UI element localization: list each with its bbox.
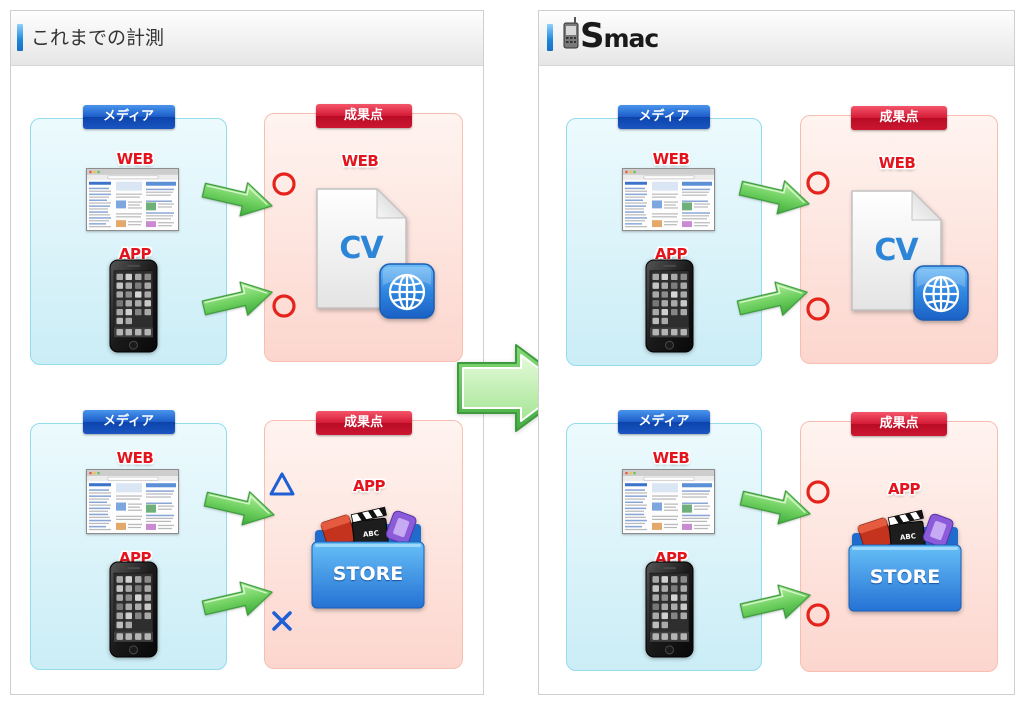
circle-mark-icon [805,602,831,628]
accent-bar [17,24,23,51]
panel-title: これまでの計測 [31,27,165,49]
result-box: 成果点 APP ABC STORE [264,411,463,669]
smartphone-icon [109,561,158,658]
result-box: 成果点 WEB CV [800,106,998,364]
browser-screenshot-icon [622,469,715,534]
cross-mark-icon [269,608,295,634]
store-text: STORE [869,566,941,588]
app-store-folder-icon: ABC STORE [846,509,964,613]
circle-mark-icon [271,171,297,197]
smac-measurement-panel: Smac メディア WEB APP 成果点 WEB CV メディア WEB AP… [538,10,1015,695]
media-badge: メディア [82,410,175,434]
result-type-label: WEB [341,152,379,170]
cv-document-icon: CV [311,186,411,311]
result-type-label: APP [352,477,386,495]
globe-icon [379,263,435,319]
smartphone-icon [645,259,694,353]
browser-screenshot-icon [86,168,179,231]
result-badge: 成果点 [851,106,947,130]
app-media-label: APP [654,245,688,263]
accent-bar [547,24,553,51]
smartphone-icon [645,561,694,658]
panel-header: Smac [539,11,1014,66]
result-type-label: WEB [878,154,916,172]
media-box: メディア WEB APP [30,105,227,365]
media-badge: メディア [618,410,710,434]
web-media-label: WEB [652,150,690,168]
globe-icon [913,265,969,321]
result-badge: 成果点 [851,412,947,436]
smartphone-icon [109,259,158,353]
web-media-label: WEB [116,150,154,168]
circle-mark-icon [805,296,831,322]
result-box: 成果点 APP ABC STORE [800,412,998,672]
media-box: メディア WEB APP [30,410,227,670]
cv-text: CV [339,231,383,266]
smac-logo: Smac [580,16,659,56]
result-type-label: APP [887,480,921,498]
media-badge: メディア [82,105,175,129]
circle-mark-icon [805,479,831,505]
store-text: STORE [332,563,404,585]
mobile-phone-logo-icon [563,17,579,49]
conventional-measurement-panel: これまでの計測 メディア WEB APP 成果点 WEB CV メディア WEB… [10,10,484,695]
result-badge: 成果点 [315,104,412,128]
browser-screenshot-icon [86,469,179,534]
app-store-folder-icon: ABC STORE [309,506,427,610]
cv-text: CV [874,233,918,268]
web-media-label: WEB [652,449,690,467]
circle-mark-icon [805,170,831,196]
media-badge: メディア [618,105,710,129]
web-media-label: WEB [116,449,154,467]
media-box: メディア WEB APP [566,105,762,366]
result-box: 成果点 WEB CV [264,104,463,362]
media-box: メディア WEB APP [566,410,762,671]
browser-screenshot-icon [622,168,715,231]
circle-mark-icon [271,293,297,319]
cv-document-icon: CV [846,188,946,313]
result-badge: 成果点 [315,411,412,435]
app-media-label: APP [118,245,152,263]
panel-header: これまでの計測 [11,11,483,66]
triangle-mark-icon [269,471,295,497]
